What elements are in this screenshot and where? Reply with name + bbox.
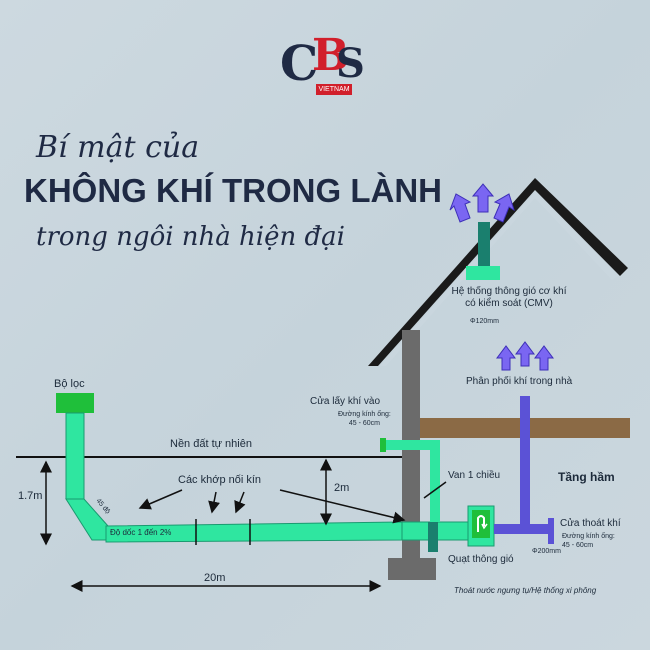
intake-diameter-label: Đường kính ống: 45 - 60cm <box>338 411 391 427</box>
depth-left-label: 1.7m <box>18 490 43 502</box>
joint-arrow <box>138 489 183 510</box>
filter-box <box>56 393 94 413</box>
exhaust-diameter-label: Đường kính ống: 45 - 60cm <box>562 533 615 549</box>
roof-exhaust-arrows <box>449 183 515 223</box>
distribution-arrows <box>496 341 554 371</box>
cmv-label: Hệ thống thông gió cơ khí có kiểm soát (… <box>451 286 567 309</box>
title-main: KHÔNG KHÍ TRONG LÀNH <box>24 172 442 209</box>
slope-label: Độ dốc 1 đến 2% <box>110 528 172 537</box>
length-label: 20m <box>204 572 226 584</box>
foundation-block <box>388 558 436 580</box>
filter-label: Bộ lọc <box>54 378 85 390</box>
logo-letter-c: C <box>280 36 319 92</box>
house-roof <box>368 178 628 366</box>
basement-label: Tầng hầm <box>558 470 615 484</box>
exhaust-title-label: Cửa thoát khí <box>560 518 621 529</box>
fan-label: Quạt thông gió <box>448 554 514 565</box>
distribution-label: Phân phối khí trong nhà <box>466 376 573 387</box>
fan-icon <box>477 515 485 532</box>
logo-subtitle: VIETNAM <box>316 84 352 95</box>
logo-letter-b: B <box>312 30 350 81</box>
cmv-unit <box>466 266 500 280</box>
joints-label: Các khớp nối kín <box>178 474 262 486</box>
joint-arrow <box>234 491 246 514</box>
logo-letter-s: S <box>336 40 365 87</box>
intake-title-label: Cửa lấy khí vào <box>310 396 381 407</box>
intake-air-pipe <box>384 440 434 450</box>
title-line-3: trong ngôi nhà hiện đại <box>36 222 345 252</box>
valve-pointer <box>423 481 447 499</box>
joint-arrow <box>208 491 220 514</box>
intake-air-riser <box>430 440 440 522</box>
exhaust-cap <box>548 518 554 544</box>
distribution-riser <box>520 396 530 530</box>
check-valve-label: Van 1 chiều <box>448 470 501 481</box>
fan-inner <box>472 510 490 538</box>
drain-label: Thoát nước ngưng tụ/Hệ thống xi phông <box>454 586 597 595</box>
cmv-duct <box>478 222 490 268</box>
title-line-1: Bí mật của <box>36 130 200 165</box>
ground-label: Nền đất tự nhiên <box>170 438 252 450</box>
depth-mid-label: 2m <box>334 482 350 494</box>
cmv-diameter-label: Φ120mm <box>470 318 499 325</box>
check-valve-block <box>428 522 438 552</box>
exhaust-pipe <box>494 524 548 534</box>
joint-arrow <box>279 489 406 524</box>
exhaust-phi-label: Φ200mm <box>532 548 561 555</box>
intake-air-cap <box>380 438 386 452</box>
intake-vertical-pipe <box>65 412 85 500</box>
